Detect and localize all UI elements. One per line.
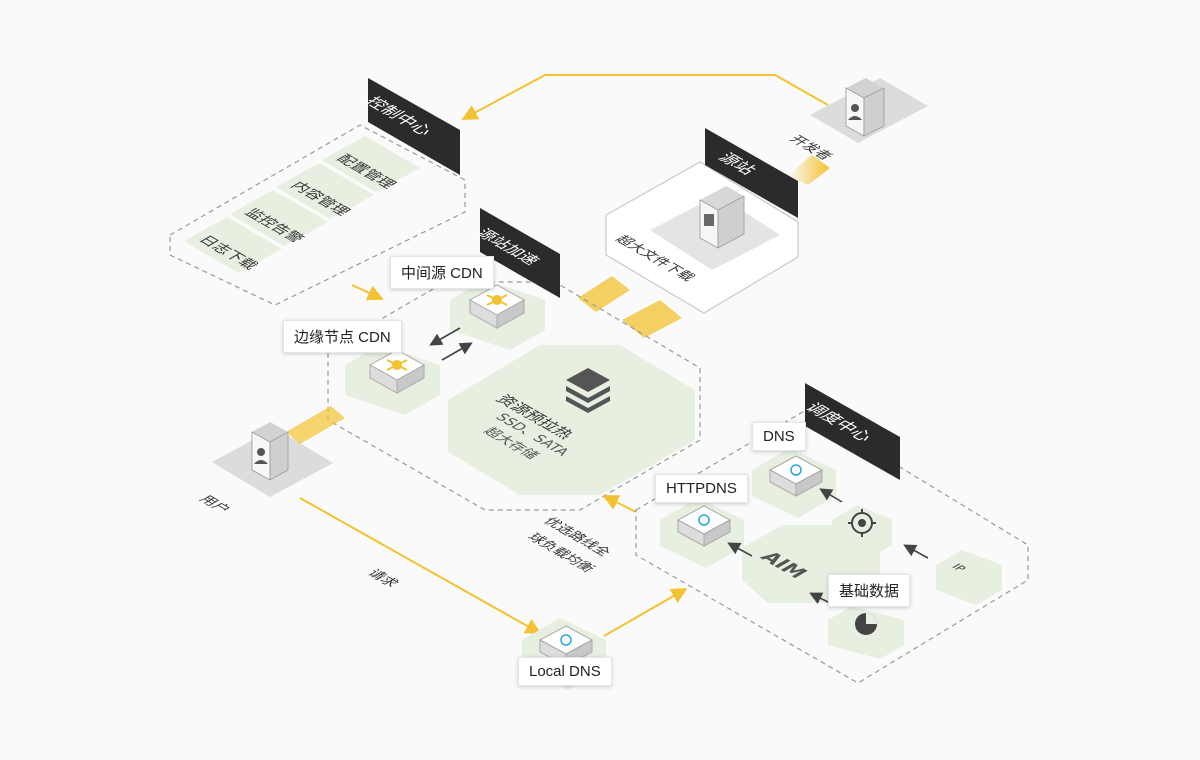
origin-accel-flag (480, 208, 560, 298)
mid-cdn-label: 中间源 CDN (390, 256, 494, 289)
origin-flag (705, 128, 798, 218)
local-dns-label: Local DNS (518, 657, 612, 686)
storage-hexagon (448, 345, 695, 495)
user-server (251, 422, 289, 481)
ip-tile (936, 550, 1002, 605)
dns-box (768, 455, 824, 497)
developer-to-origin-arrow (788, 155, 830, 185)
aim-to-httpdns-arrow (727, 542, 753, 557)
mid-cdn-box (468, 284, 526, 329)
httpdns-label: HTTPDNS (655, 474, 748, 503)
edge-cdn-box (368, 349, 426, 394)
httpdns-box (676, 505, 732, 547)
user-request-arrow (299, 497, 542, 634)
ip-to-target-arrow (903, 544, 929, 559)
accel-to-origin-arrow (578, 276, 630, 312)
origin-to-accel-arrow (622, 300, 682, 338)
dispatch-to-accel-arrow (602, 495, 637, 513)
local-dns-to-dispatch-arrow (603, 588, 688, 637)
developer-to-control-arrow (461, 74, 829, 120)
cdn-arrow-left (429, 327, 461, 346)
dispatch-flag (805, 383, 900, 480)
dns-label: DNS (752, 422, 806, 451)
control-center-item-tiles (184, 136, 420, 273)
accel-to-user-arrow (286, 406, 345, 444)
target-icon (848, 509, 876, 537)
pie-chart-icon (855, 613, 877, 635)
edge-cdn-label: 边缘节点 CDN (283, 320, 402, 353)
control-to-edge-arrow (351, 284, 384, 301)
origin-server (699, 186, 745, 249)
control-center-panel (169, 124, 466, 306)
base-data-label: 基础数据 (828, 574, 911, 607)
control-center-flag (368, 78, 460, 175)
layers-icon (566, 368, 610, 413)
target-to-dns-arrow (819, 488, 843, 503)
developer-server (845, 78, 885, 137)
cdn-arrow-right (441, 342, 473, 361)
dispatch-panel (635, 409, 1029, 684)
